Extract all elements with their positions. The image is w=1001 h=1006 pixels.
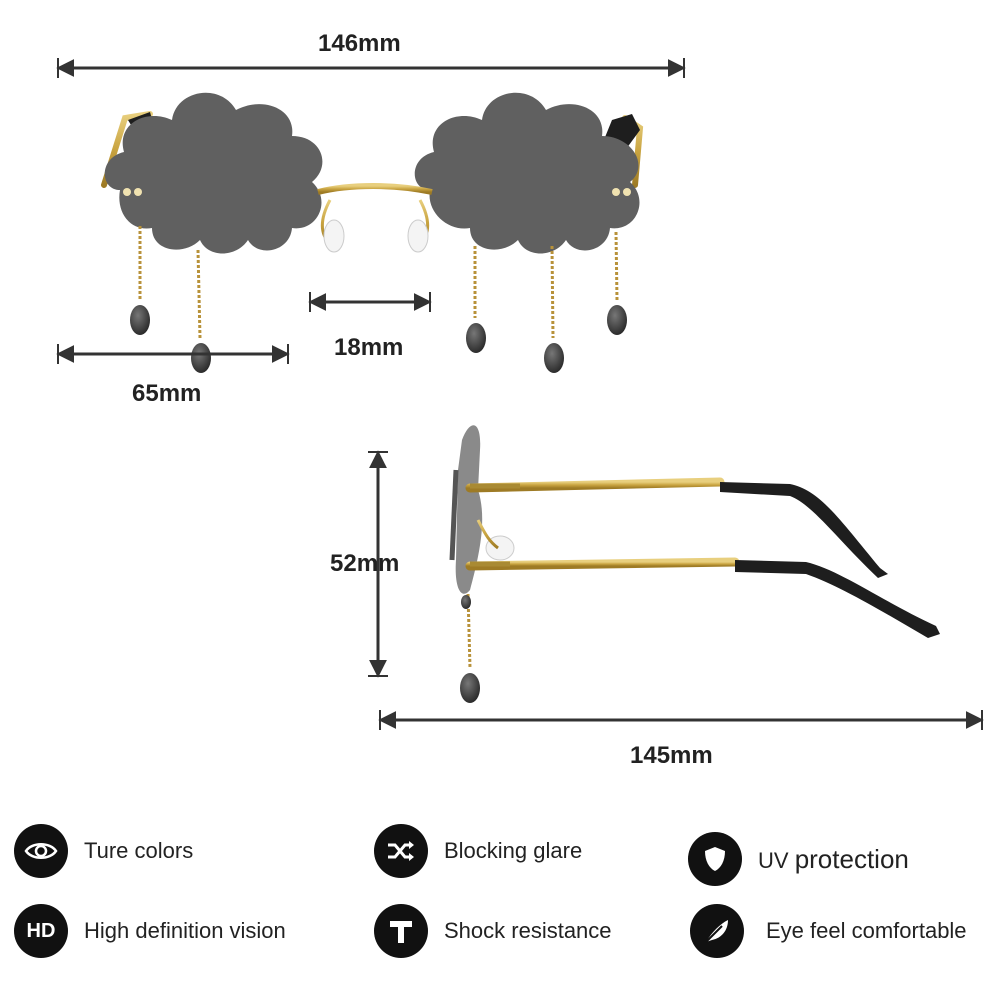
lens-height-label: 52mm bbox=[330, 550, 400, 577]
feature-shock-resistance: Shock resistance bbox=[374, 904, 612, 958]
shield-icon bbox=[688, 832, 742, 886]
feature-label: High definition vision bbox=[84, 918, 286, 943]
temple-length-arrow bbox=[378, 710, 984, 730]
feather-icon bbox=[690, 904, 744, 958]
total-width-label: 146mm bbox=[318, 30, 401, 57]
lens-width-arrow bbox=[56, 344, 290, 364]
right-lens bbox=[414, 92, 640, 254]
feature-label: UV protection bbox=[758, 844, 909, 875]
hd-icon: HD bbox=[14, 904, 68, 958]
rain-drop-chains bbox=[130, 226, 627, 373]
total-width-arrow bbox=[56, 58, 686, 78]
side-view bbox=[449, 425, 940, 703]
bridge-width-label: 18mm bbox=[334, 334, 404, 361]
left-lens bbox=[104, 92, 323, 254]
shuffle-icon bbox=[374, 824, 428, 878]
feature-label: Blocking glare bbox=[444, 838, 583, 863]
hd-icon-text: HD bbox=[26, 919, 56, 942]
feature-eye-comfort: Eye feel comfortable bbox=[690, 904, 967, 958]
bridge bbox=[317, 183, 433, 253]
feature-high-definition: HD High definition vision bbox=[14, 904, 286, 958]
feature-label: Shock resistance bbox=[444, 918, 612, 943]
feature-label: Eye feel comfortable bbox=[766, 918, 967, 943]
hammer-icon bbox=[374, 904, 428, 958]
feature-ture-colors: Ture colors bbox=[14, 824, 193, 878]
protection-text: protection bbox=[794, 843, 909, 874]
eye-icon bbox=[14, 824, 68, 878]
feature-uv-protection: UV protection bbox=[688, 832, 909, 886]
feature-blocking-glare: Blocking glare bbox=[374, 824, 582, 878]
temple-length-label: 145mm bbox=[630, 742, 713, 769]
uv-text: UV bbox=[758, 847, 789, 873]
lens-height-arrow bbox=[368, 450, 388, 678]
feature-label: Ture colors bbox=[84, 838, 194, 863]
lens-width-label: 65mm bbox=[132, 380, 202, 407]
bridge-width-arrow bbox=[308, 292, 432, 312]
